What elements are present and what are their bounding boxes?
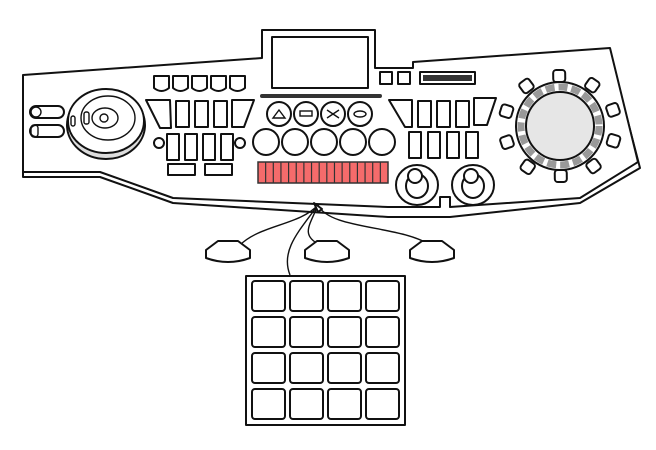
drum-pad[interactable] (327, 388, 362, 420)
fader-slot[interactable] (419, 71, 476, 85)
drum-pad[interactable] (327, 280, 362, 312)
trapezoid-button[interactable] (388, 99, 413, 128)
loop-button[interactable] (347, 101, 373, 127)
small-knob[interactable] (234, 137, 246, 149)
foot-pedal[interactable] (304, 240, 350, 263)
drum-pad[interactable] (327, 316, 362, 348)
column-button[interactable] (213, 100, 228, 128)
round-pad[interactable] (252, 128, 280, 156)
column-button[interactable] (166, 133, 180, 161)
column-button[interactable] (194, 100, 209, 128)
stop-button[interactable] (293, 101, 319, 127)
trapezoid-button[interactable] (473, 97, 497, 126)
drum-pad[interactable] (289, 280, 324, 312)
cap-button[interactable] (229, 75, 246, 92)
led-strip-frame (257, 161, 389, 184)
round-pad[interactable] (368, 128, 396, 156)
small-knob[interactable] (153, 137, 165, 149)
column-button[interactable] (465, 131, 479, 159)
drum-pad[interactable] (365, 352, 400, 384)
drum-pad[interactable] (251, 352, 286, 384)
connector (313, 202, 323, 213)
ring-button[interactable] (605, 102, 621, 118)
play-button[interactable] (266, 101, 292, 127)
slider-button[interactable] (29, 105, 65, 119)
slider-knob (30, 106, 42, 118)
ring-button[interactable] (518, 77, 535, 95)
jog-wheel-left[interactable] (66, 88, 146, 160)
column-button[interactable] (446, 131, 460, 159)
ring-button[interactable] (584, 76, 601, 94)
slider-knob (30, 124, 39, 138)
ring-button[interactable] (519, 158, 536, 176)
round-pad[interactable] (310, 128, 338, 156)
column-button[interactable] (220, 133, 234, 161)
bar-button[interactable] (204, 163, 233, 176)
cap-button[interactable] (210, 75, 227, 92)
knob[interactable] (451, 164, 495, 206)
foot-pedal[interactable] (409, 240, 455, 263)
column-button[interactable] (417, 100, 432, 128)
drum-pad[interactable] (365, 388, 400, 420)
ring-button[interactable] (552, 68, 567, 84)
round-pad[interactable] (339, 128, 367, 156)
drum-pad[interactable] (365, 316, 400, 348)
drum-pad[interactable] (327, 352, 362, 384)
led-strip (257, 161, 389, 184)
drum-pad[interactable] (251, 280, 286, 312)
column-button[interactable] (184, 133, 198, 161)
jog-wheel-right[interactable] (498, 68, 622, 184)
drum-pad[interactable] (289, 352, 324, 384)
column-button[interactable] (427, 131, 441, 159)
trapezoid-button[interactable] (231, 99, 255, 128)
cap-button[interactable] (191, 75, 208, 92)
close-button[interactable] (320, 101, 346, 127)
column-button[interactable] (436, 100, 451, 128)
ring-button[interactable] (498, 103, 515, 119)
ring-button[interactable] (585, 157, 602, 175)
slider-button[interactable] (29, 124, 65, 138)
ring-button[interactable] (499, 134, 515, 150)
transport-bar (260, 94, 382, 98)
column-button[interactable] (202, 133, 216, 161)
cap-button[interactable] (153, 75, 170, 92)
small-button[interactable] (379, 71, 393, 85)
round-pad[interactable] (281, 128, 309, 156)
drum-pad[interactable] (251, 316, 286, 348)
cap-button[interactable] (172, 75, 189, 92)
cable (239, 204, 431, 276)
trapezoid-button[interactable] (145, 99, 172, 129)
display-screen (271, 36, 369, 89)
ring-button[interactable] (605, 133, 622, 149)
ring-button[interactable] (553, 168, 568, 184)
drum-pad[interactable] (289, 316, 324, 348)
foot-pedal[interactable] (205, 240, 251, 263)
drum-pad[interactable] (365, 280, 400, 312)
column-button[interactable] (175, 100, 190, 128)
column-button[interactable] (455, 100, 470, 128)
small-button[interactable] (397, 71, 411, 85)
bar-button[interactable] (167, 163, 196, 176)
drum-pad[interactable] (251, 388, 286, 420)
column-button[interactable] (408, 131, 422, 159)
drum-pad[interactable] (289, 388, 324, 420)
knob[interactable] (395, 164, 439, 206)
